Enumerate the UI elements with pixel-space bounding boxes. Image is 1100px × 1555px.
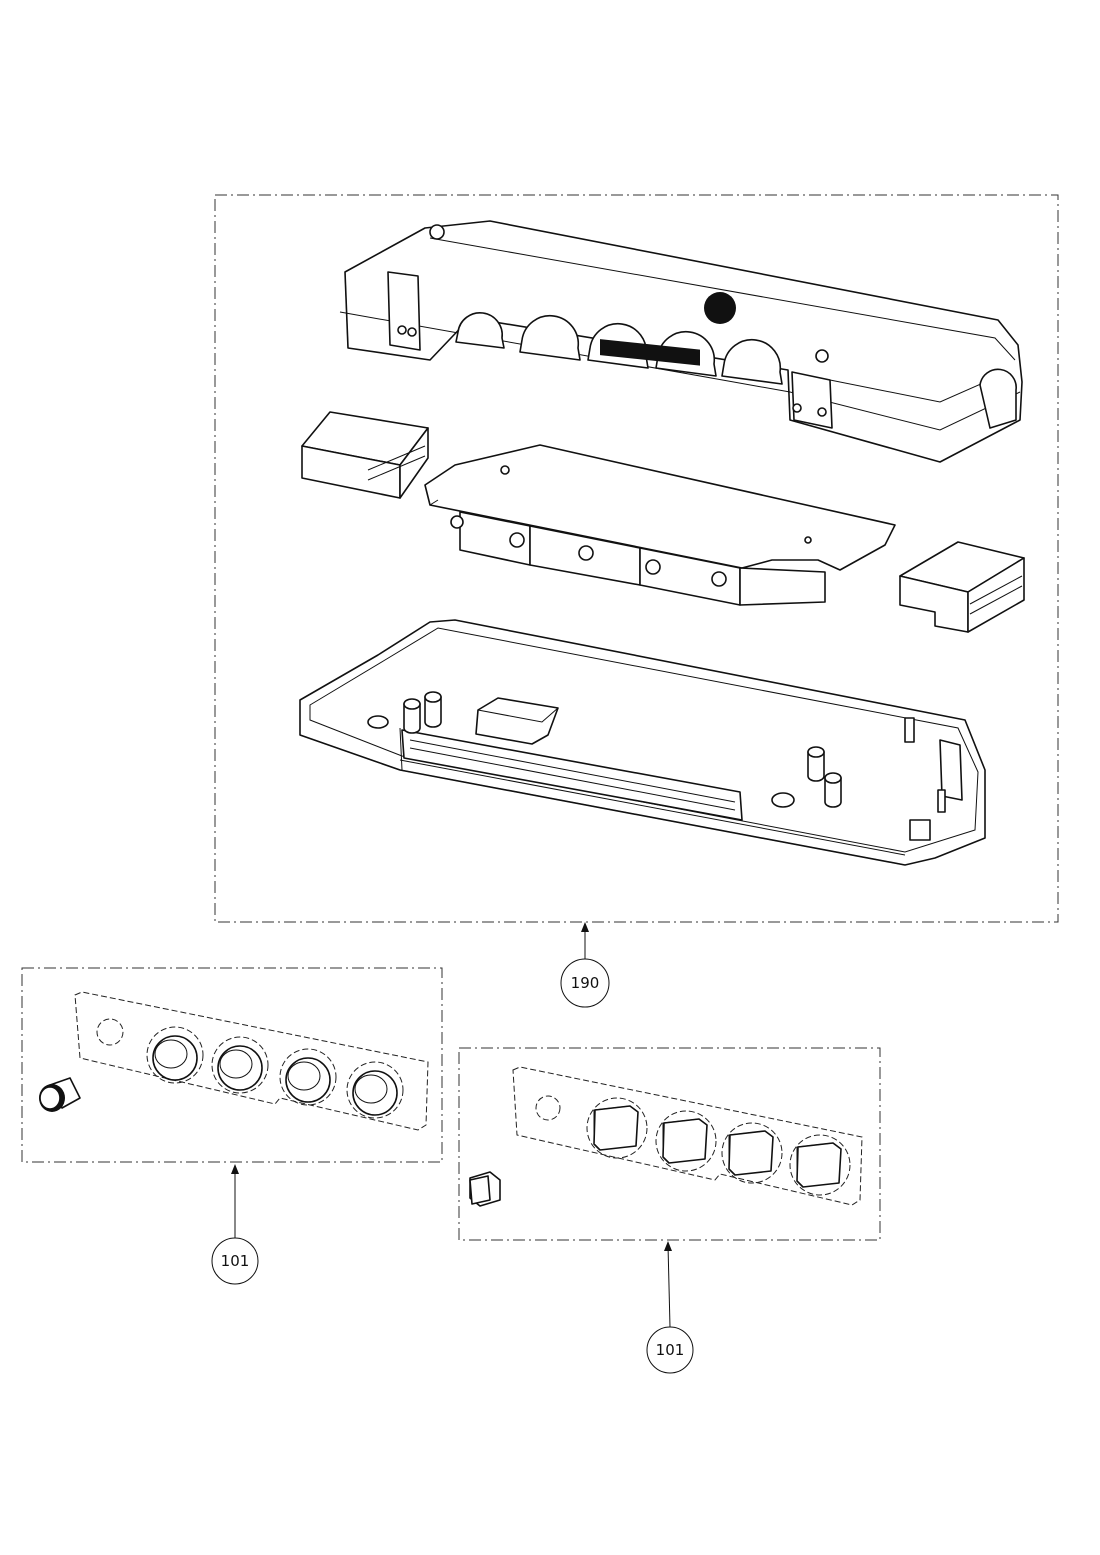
board-round-hole bbox=[96, 1018, 124, 1046]
board-square-outline bbox=[512, 1066, 863, 1206]
round-knob-cap-icon bbox=[39, 1077, 81, 1112]
assembly-190-group: 190 bbox=[214, 194, 1059, 1008]
callout-101-left: 101 bbox=[211, 1237, 259, 1285]
board-round-outline bbox=[74, 991, 429, 1131]
leader-arrow-101-right bbox=[664, 1241, 672, 1251]
case-bosses bbox=[367, 691, 842, 808]
round-button-4-icon bbox=[346, 1061, 404, 1119]
assembly-boundary-box bbox=[214, 194, 1059, 923]
round-buttons-row bbox=[146, 1026, 404, 1119]
connector-left-icon bbox=[301, 411, 429, 499]
board-round-buttons-group: 101 bbox=[21, 967, 443, 1285]
square-button-cap-icon bbox=[469, 1171, 501, 1207]
board-square-boundary-box bbox=[458, 1047, 881, 1241]
connector-right-icon bbox=[899, 541, 1025, 633]
board-round-boundary-box bbox=[21, 967, 443, 1163]
callout-101-right-label: 101 bbox=[656, 1341, 685, 1359]
bottom-case-icon bbox=[299, 619, 986, 866]
leader-arrow-101-left bbox=[231, 1164, 239, 1174]
callout-101-right: 101 bbox=[646, 1326, 694, 1374]
top-cover-icon bbox=[339, 220, 1023, 463]
pcb-standoffs bbox=[450, 515, 727, 587]
square-button-3-icon bbox=[721, 1122, 783, 1184]
board-square-buttons-group: 101 bbox=[458, 1047, 881, 1374]
square-button-1-icon bbox=[586, 1097, 648, 1159]
callout-190: 190 bbox=[560, 958, 610, 1008]
leader-101-right bbox=[667, 1244, 671, 1328]
callout-101-left-label: 101 bbox=[221, 1252, 250, 1270]
round-button-3-icon bbox=[279, 1048, 337, 1106]
board-square-hole bbox=[535, 1095, 561, 1121]
square-button-2-icon bbox=[655, 1110, 717, 1172]
round-button-2-icon bbox=[211, 1036, 269, 1094]
pcb-board-icon bbox=[424, 444, 896, 606]
round-button-1-icon bbox=[146, 1026, 204, 1084]
callout-190-label: 190 bbox=[571, 974, 600, 992]
square-button-4-icon bbox=[789, 1134, 851, 1196]
square-buttons-row bbox=[586, 1097, 851, 1196]
leader-arrow-190 bbox=[581, 922, 589, 932]
